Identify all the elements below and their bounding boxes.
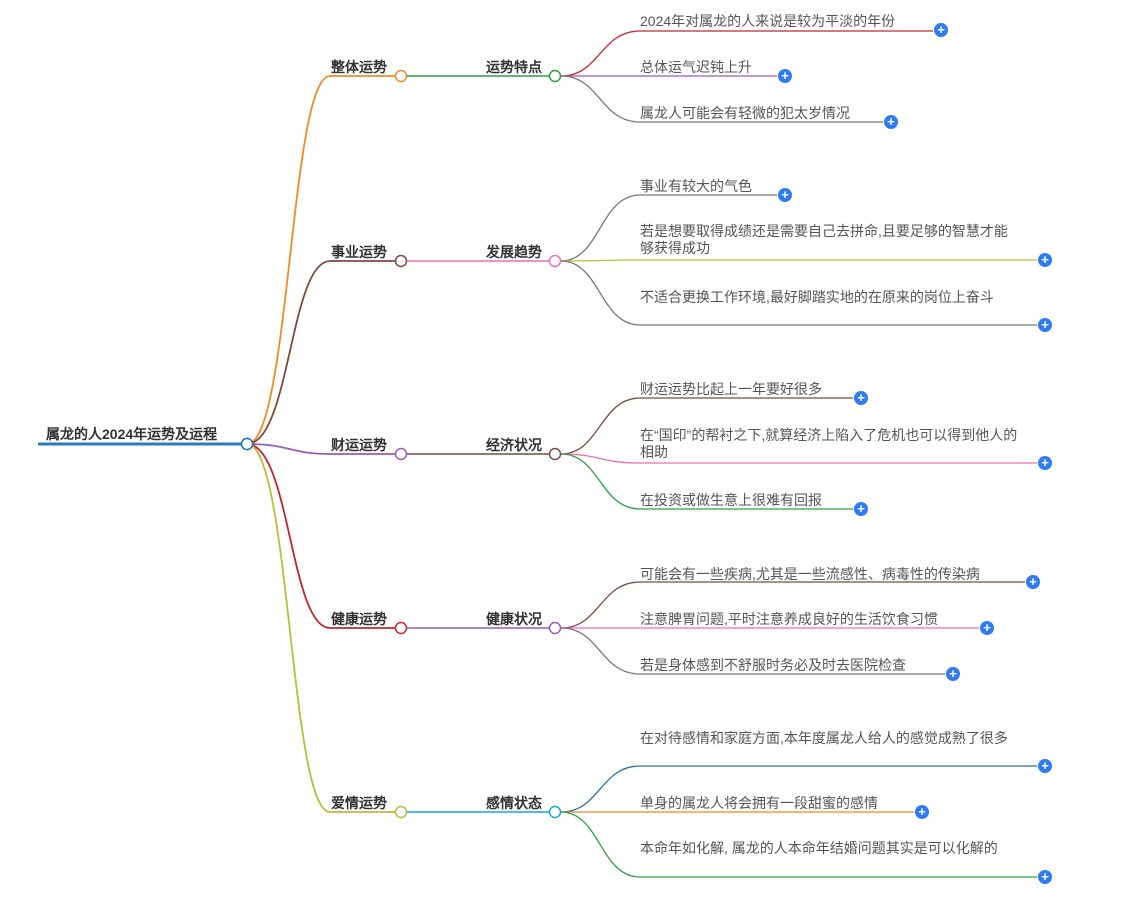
expand-plus-icon[interactable]: + (1038, 253, 1052, 267)
expand-plus-icon[interactable]: + (934, 23, 948, 37)
leaf-topic: 财运运势比起上一年要好很多 (640, 381, 822, 397)
leaf-connector (560, 811, 1037, 878)
child-topic: 健康状况 (486, 611, 542, 627)
leaf-topic: 事业有较大的气色 (640, 178, 752, 194)
leaf-topic: 不适合更换工作环境,最好脚踏实地的在原来的岗位上奋斗 (640, 289, 994, 305)
leaf-topic: 注意脾胃问题,平时注意养成良好的生活饮食习惯 (640, 611, 938, 627)
leaf-connector (560, 453, 853, 510)
expand-plus-icon[interactable]: + (1038, 759, 1052, 773)
leaf-topic: 2024年对属龙的人来说是较为平淡的年份 (640, 13, 896, 29)
leaf-connector (560, 627, 945, 675)
leaf-topic: 可能会有一些疾病,尤其是一些流感性、病毒性的传染病 (640, 566, 980, 582)
branch-topic: 整体运势 (331, 59, 387, 75)
child-node-handle[interactable] (548, 447, 562, 461)
leaf-topic: 单身的属龙人将会拥有一段甜蜜的感情 (640, 795, 878, 811)
leaf-topic: 若是身体感到不舒服时务必及时去医院检查 (640, 657, 906, 673)
branch-topic: 财运运势 (331, 437, 387, 453)
branch-node-handle[interactable] (394, 447, 408, 461)
branch-connector (246, 443, 395, 813)
child-node-handle[interactable] (548, 69, 562, 83)
expand-plus-icon[interactable]: + (778, 69, 792, 83)
leaf-topic: 本命年如化解, 属龙的人本命年结婚问题其实是可以化解的 (640, 840, 998, 856)
child-topic: 运势特点 (486, 59, 542, 75)
expand-plus-icon[interactable]: + (884, 115, 898, 129)
branch-connector (246, 443, 395, 629)
leaf-topic: 在投资或做生意上很难有回报 (640, 492, 822, 508)
expand-plus-icon[interactable]: + (1038, 456, 1052, 470)
expand-plus-icon[interactable]: + (1038, 318, 1052, 332)
leaf-topic: 总体运气迟钝上升 (640, 59, 752, 75)
leaf-topic: 在对待感情和家庭方面,本年度属龙人给人的感觉成熟了很多 (640, 730, 1008, 746)
leaf-connector (560, 453, 1037, 464)
root-node-handle[interactable] (240, 437, 254, 451)
expand-plus-icon[interactable]: + (915, 805, 929, 819)
branch-connector (246, 443, 395, 455)
branch-node-handle[interactable] (394, 69, 408, 83)
leaf-topic: 在“国印”的帮衬之下,就算经济上陷入了危机也可以得到他人的相助 (640, 427, 1018, 460)
branch-topic: 事业运势 (331, 244, 387, 260)
branch-topic: 爱情运势 (331, 795, 387, 811)
leaf-connector (560, 260, 1037, 326)
leaf-connector (560, 581, 1025, 629)
leaf-connector (560, 765, 1037, 813)
branch-topic: 健康运势 (331, 611, 387, 627)
expand-plus-icon[interactable]: + (854, 502, 868, 516)
root-topic: 属龙的人2024年运势及运程 (46, 426, 218, 442)
leaf-connector (560, 259, 1037, 262)
expand-plus-icon[interactable]: + (980, 621, 994, 635)
branch-node-handle[interactable] (394, 254, 408, 268)
leaf-topic: 若是想要取得成绩还是需要自己去拼命,且要足够的智慧才能够获得成功 (640, 223, 1008, 256)
leaf-connector (560, 397, 853, 455)
child-node-handle[interactable] (548, 805, 562, 819)
leaf-connector (560, 30, 933, 77)
branch-connector (246, 75, 395, 445)
expand-plus-icon[interactable]: + (1026, 575, 1040, 589)
leaf-connector (560, 194, 777, 262)
branch-node-handle[interactable] (394, 805, 408, 819)
branch-connector (246, 260, 395, 445)
branch-node-handle[interactable] (394, 621, 408, 635)
expand-plus-icon[interactable]: + (854, 391, 868, 405)
child-topic: 感情状态 (486, 795, 542, 811)
child-topic: 经济状况 (486, 437, 542, 453)
expand-plus-icon[interactable]: + (946, 667, 960, 681)
child-node-handle[interactable] (548, 254, 562, 268)
leaf-connector (560, 75, 883, 123)
expand-plus-icon[interactable]: + (778, 188, 792, 202)
child-topic: 发展趋势 (486, 244, 542, 260)
child-node-handle[interactable] (548, 621, 562, 635)
expand-plus-icon[interactable]: + (1038, 870, 1052, 884)
leaf-topic: 属龙人可能会有轻微的犯太岁情况 (640, 105, 850, 121)
